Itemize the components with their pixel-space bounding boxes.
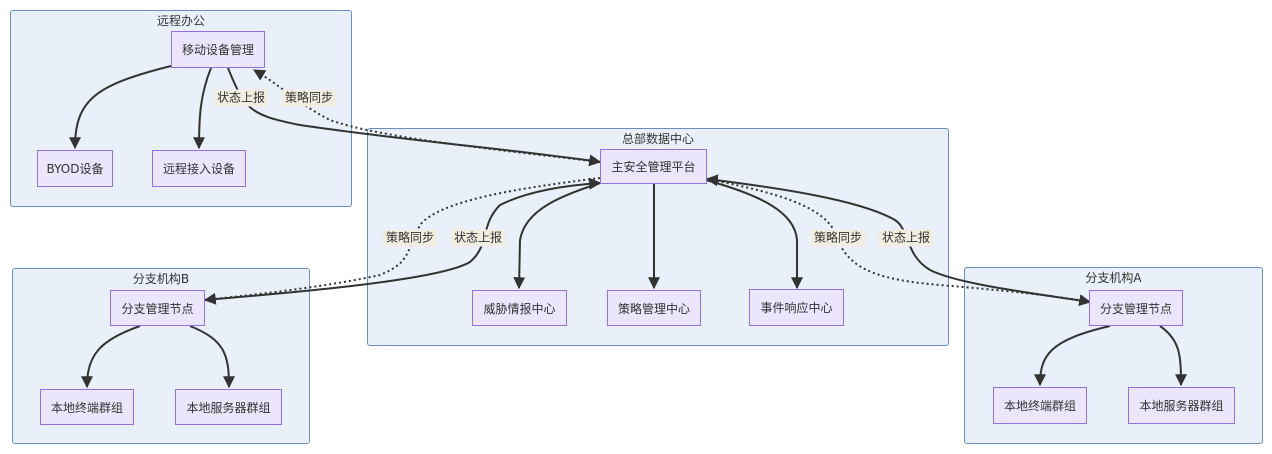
edge-platform-policy-to-mdm [252,69,601,163]
node-branch-a-servers[interactable]: 本地服务器群组 [1128,387,1235,424]
node-branch-a-terminals[interactable]: 本地终端群组 [993,387,1087,424]
node-main-security-platform[interactable]: 主安全管理平台 [600,149,707,184]
node-incident-response-center[interactable]: 事件响应中心 [749,289,844,326]
edge-mdm-to-byod [69,65,172,150]
edge-label-branch-b-status: 状态上报 [450,229,506,247]
edge-label-remote-policy: 策略同步 [281,89,337,107]
node-branch-b-management[interactable]: 分支管理节点 [110,290,205,326]
node-byod-devices[interactable]: BYOD设备 [37,150,113,187]
edge-branch-b-status-to-platform [204,177,602,301]
node-threat-intel-center[interactable]: 威胁情报中心 [472,290,567,326]
edge-branch-b-to-terminals [81,325,141,389]
node-branch-a-management[interactable]: 分支管理节点 [1089,290,1183,326]
edge-label-branch-b-policy: 策略同步 [382,229,438,247]
edge-branch-a-to-servers [1159,325,1187,387]
group-title-branch-b: 分支机构B [132,272,190,286]
edge-label-remote-status: 状态上报 [213,89,269,107]
group-title-branch-a: 分支机构A [1085,271,1142,285]
edge-platform-to-threat-intel [513,179,611,290]
edge-mdm-to-remote-access [193,67,212,150]
group-title-remote-office: 远程办公 [156,14,205,28]
node-mobile-device-management[interactable]: 移动设备管理 [171,31,265,68]
edge-platform-policy-to-branch-a [706,178,1092,307]
edge-platform-policy-to-branch-b [203,177,601,305]
edge-mdm-status-to-platform [227,67,602,167]
edge-label-branch-a-status: 状态上报 [878,229,934,247]
edge-label-branch-a-policy: 策略同步 [810,229,866,247]
node-remote-access-devices[interactable]: 远程接入设备 [152,150,246,187]
node-branch-b-servers[interactable]: 本地服务器群组 [175,389,282,425]
node-policy-management-center[interactable]: 策略管理中心 [607,290,701,326]
group-title-hq-datacenter: 总部数据中心 [621,132,694,146]
edge-branch-a-to-terminals [1034,325,1111,387]
edge-branch-b-to-servers [189,325,235,389]
edge-platform-to-incident-center [705,179,803,290]
node-branch-b-terminals[interactable]: 本地终端群组 [40,389,134,425]
